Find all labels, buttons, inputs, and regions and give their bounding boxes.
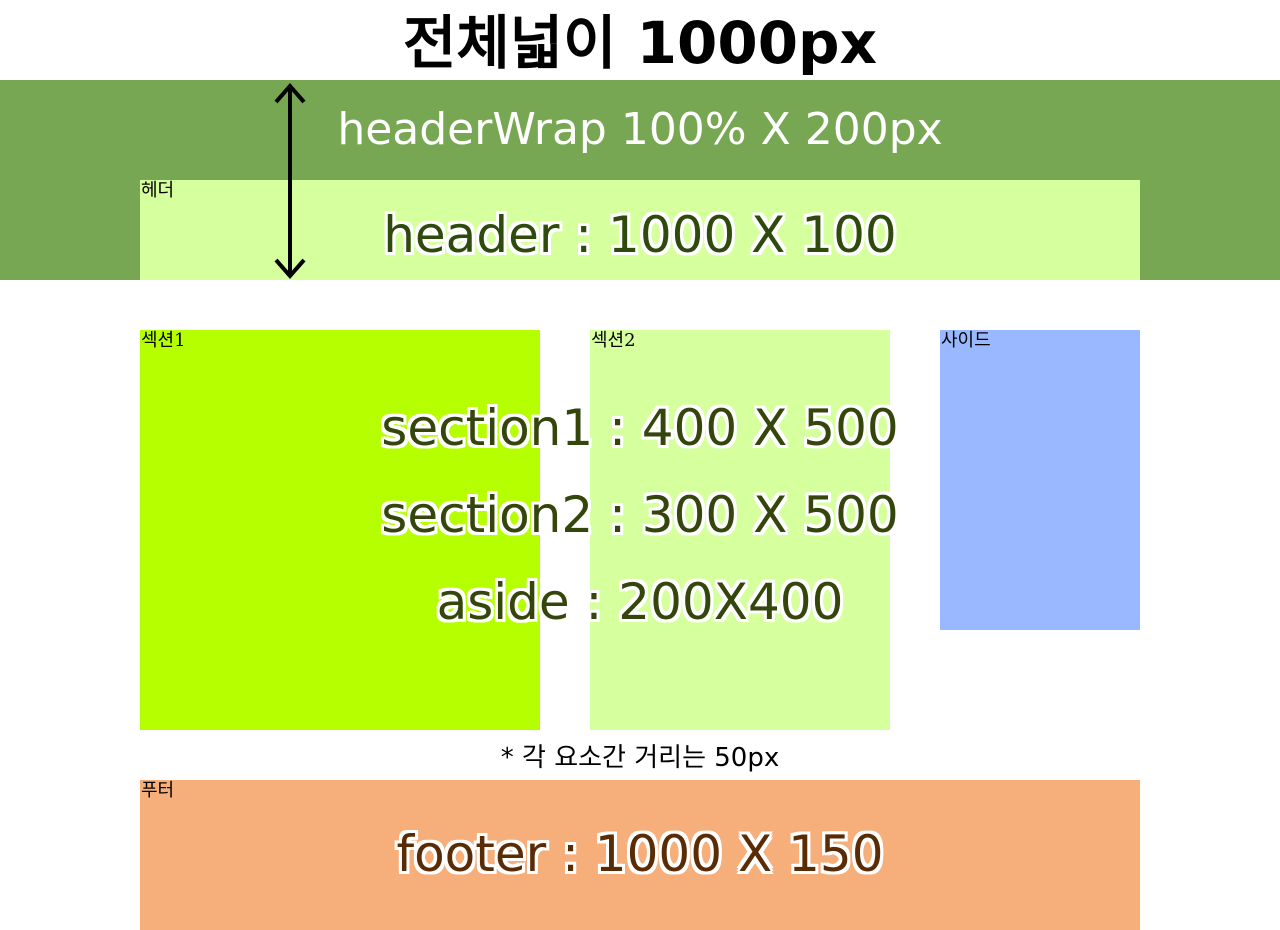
footer-label: 푸터 (141, 780, 175, 801)
spacing-note: * 각 요소간 거리는 50px (500, 743, 780, 773)
section2-box: 섹션2 (590, 330, 890, 730)
header-label: 헤더 (141, 180, 175, 201)
aside-label: 사이드 (941, 330, 991, 351)
header-box: 헤더 (140, 180, 1140, 280)
aside-box: 사이드 (940, 330, 1140, 630)
page-title: 전체넓이 1000px (403, 9, 877, 77)
section1-box: 섹션1 (140, 330, 540, 730)
footer-caption: footer : 1000 X 150 (396, 825, 884, 883)
footer-box: 푸터 (140, 780, 1140, 930)
section2-label: 섹션2 (591, 330, 636, 351)
double-arrow-icon (274, 82, 306, 280)
header-caption: header : 1000 X 100 (383, 206, 897, 264)
header-wrap-caption: headerWrap 100% X 200px (337, 104, 943, 155)
section1-label: 섹션1 (141, 330, 186, 351)
section2-spec: section2 : 300 X 500 (381, 486, 899, 544)
aside-spec: aside : 200X400 (436, 573, 844, 631)
section1-spec: section1 : 400 X 500 (381, 399, 899, 457)
